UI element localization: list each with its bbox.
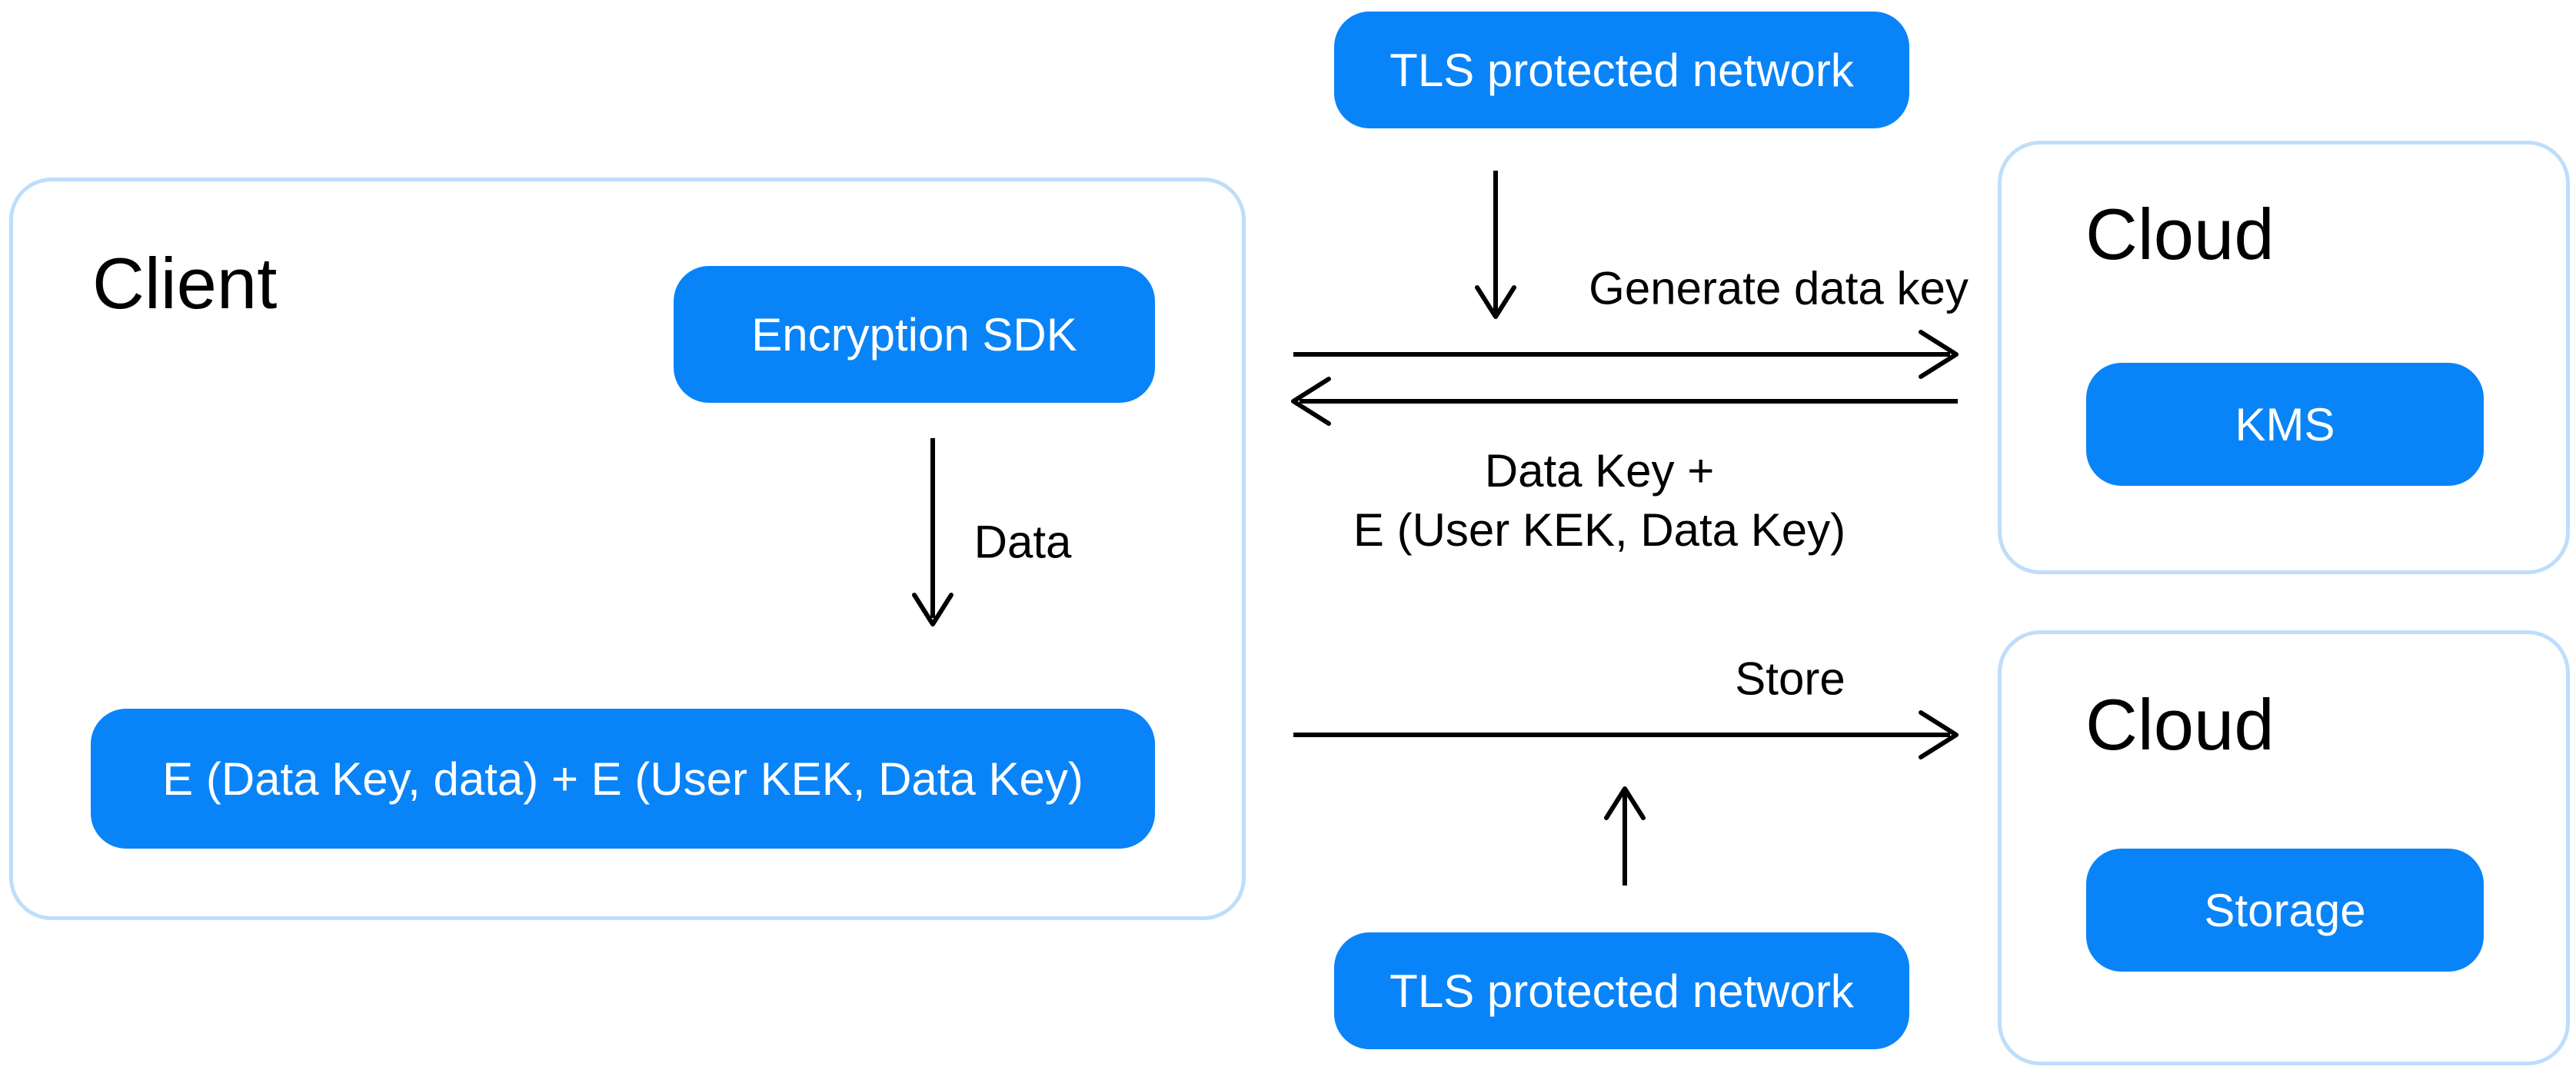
store-label: Store [1735,653,1845,705]
tls-network-bottom-pill: TLS protected network [1334,932,1909,1049]
data-key-return-label: Data Key + E (User KEK, Data Key) [1353,442,1845,560]
tls-network-top-pill: TLS protected network [1334,12,1909,128]
generate-data-key-label: Generate data key [1589,262,1969,314]
data-key-return-line2: E (User KEK, Data Key) [1353,504,1846,556]
kms-pill: KMS [2086,363,2484,486]
tls-bottom-up-arrow [1604,786,1646,886]
encrypted-payload-pill: E (Data Key, data) + E (User KEK, Data K… [91,709,1155,849]
cloud-storage-title: Cloud [2085,684,2275,765]
cloud-kms-title: Cloud [2085,194,2275,274]
cloud-kms-box [1998,141,2570,574]
data-key-return-line1: Data Key + [1484,445,1715,497]
client-title: Client [92,243,278,324]
cloud-storage-box [1998,630,2570,1065]
data-label: Data [973,516,1072,568]
encryption-sdk-pill: Encryption SDK [674,266,1155,403]
tls-top-down-arrow [1475,171,1516,319]
store-arrow [1293,710,1959,759]
data-key-return-arrow [1291,377,1958,426]
storage-pill: Storage [2086,849,2484,972]
generate-data-key-arrow [1293,330,1959,379]
